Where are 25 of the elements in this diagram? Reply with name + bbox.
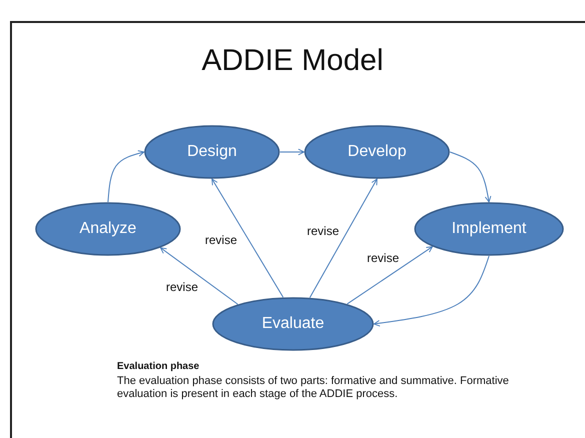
node-label: Analyze [80, 220, 136, 238]
arrow [160, 247, 238, 305]
arrow [346, 246, 433, 304]
description-paragraph: The evaluation phase consists of two parts: formative and summative. Formative evaluation is present in each stage of the ADDIE process. [117, 375, 510, 401]
ellipse-node [212, 297, 374, 351]
arrow [309, 178, 378, 298]
arrow [450, 152, 492, 202]
node-label: Evaluate [262, 315, 324, 333]
node-label: Implement [452, 220, 526, 238]
section-heading: Evaluation phase [117, 361, 200, 372]
edge-label: revise [165, 280, 200, 294]
ellipse-node [304, 125, 450, 179]
arrow [108, 150, 144, 202]
arrow [212, 178, 284, 298]
edge-label: revise [366, 251, 400, 265]
ellipse-node [414, 202, 564, 256]
ellipse-node [144, 125, 280, 179]
edge-label: revise [204, 233, 238, 247]
edge-label: revise [306, 224, 340, 238]
node-label: Develop [348, 143, 406, 161]
ellipse-node [35, 202, 181, 256]
title: ADDIE Model [200, 44, 384, 78]
arrow [280, 148, 304, 156]
node-label: Design [187, 143, 237, 161]
arrow [374, 256, 490, 326]
